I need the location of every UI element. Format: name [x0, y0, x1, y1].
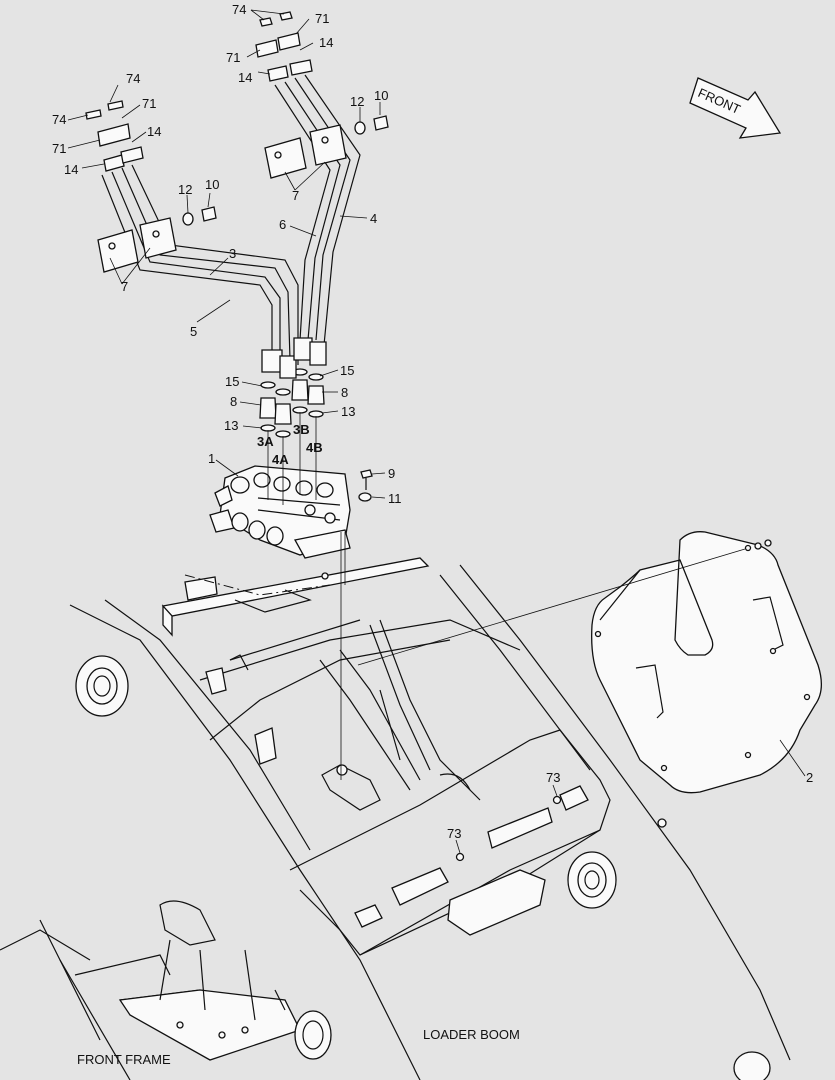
front-frame [0, 900, 301, 1061]
bolt-10-right [354, 115, 389, 135]
top-clamp-left [85, 100, 144, 172]
port-labels: 3A 3B 4A 4B [257, 422, 323, 467]
callout-10: 10 [205, 177, 219, 192]
fittings-left [259, 381, 292, 438]
port-4a-label: 4A [272, 452, 289, 467]
leader-lines [67, 9, 806, 854]
cover-plate [591, 531, 822, 794]
washer-11 [358, 492, 372, 502]
pivot-bushing-left [75, 655, 129, 717]
port-4b-label: 4B [306, 440, 323, 455]
front-arrow: FRONT [689, 77, 782, 139]
pivot-bushing-bottom [294, 1010, 332, 1060]
bolt-10-left [182, 206, 217, 226]
bolt-9 [360, 469, 373, 490]
callout-7: 7 [292, 188, 299, 203]
bolt-73-right [552, 795, 562, 805]
callout-3: 3 [229, 246, 236, 261]
top-clamp-right [255, 11, 313, 82]
callout-2: 2 [806, 770, 813, 785]
tube-right-pair [274, 74, 361, 366]
front-frame-caption: FRONT FRAME [77, 1052, 171, 1067]
callout-1: 1 [208, 451, 215, 466]
loader-boom-caption: LOADER BOOM [423, 1027, 520, 1042]
boom-pad-right [487, 807, 553, 849]
callout-5: 5 [190, 324, 197, 339]
callout-6: 6 [279, 217, 286, 232]
callout-15: 15 [340, 363, 354, 378]
valve-mounting-bracket [161, 557, 430, 695]
bolt-73-left [455, 852, 465, 862]
callout-4: 4 [370, 211, 377, 226]
control-valve [209, 465, 351, 559]
callout-74: 74 [126, 71, 140, 86]
callout-74: 74 [232, 2, 246, 17]
port-3a-label: 3A [257, 434, 274, 449]
callout-14: 14 [64, 162, 78, 177]
callout-7: 7 [121, 279, 128, 294]
callout-73: 73 [447, 826, 461, 841]
callout-14: 14 [147, 124, 161, 139]
callout-8: 8 [341, 385, 348, 400]
callout-11: 11 [388, 491, 402, 506]
callout-labels: 74 71 71 14 14 74 74 71 14 71 14 12 10 1… [52, 2, 813, 841]
callout-14: 14 [319, 35, 333, 50]
port-3b-label: 3B [293, 422, 310, 437]
callout-12: 12 [350, 94, 364, 109]
clamp-right [264, 124, 347, 179]
loader-boom [39, 564, 791, 1080]
callout-13: 13 [341, 404, 355, 419]
clamp-left [97, 217, 177, 273]
callout-13: 13 [224, 418, 238, 433]
callout-71: 71 [315, 11, 329, 26]
callout-8: 8 [230, 394, 237, 409]
pivot-bushing-bottom-right [733, 1051, 771, 1080]
callout-12: 12 [178, 182, 192, 197]
callout-9: 9 [388, 466, 395, 481]
callout-73: 73 [546, 770, 560, 785]
callout-14: 14 [238, 70, 252, 85]
callout-15: 15 [225, 374, 239, 389]
callout-74: 74 [52, 112, 66, 127]
callout-10: 10 [374, 88, 388, 103]
callout-71: 71 [52, 141, 66, 156]
fittings-right [291, 368, 325, 418]
boom-pad-left [391, 867, 449, 906]
pivot-bushing-right [567, 851, 617, 909]
callout-71: 71 [142, 96, 156, 111]
callout-71: 71 [226, 50, 240, 65]
